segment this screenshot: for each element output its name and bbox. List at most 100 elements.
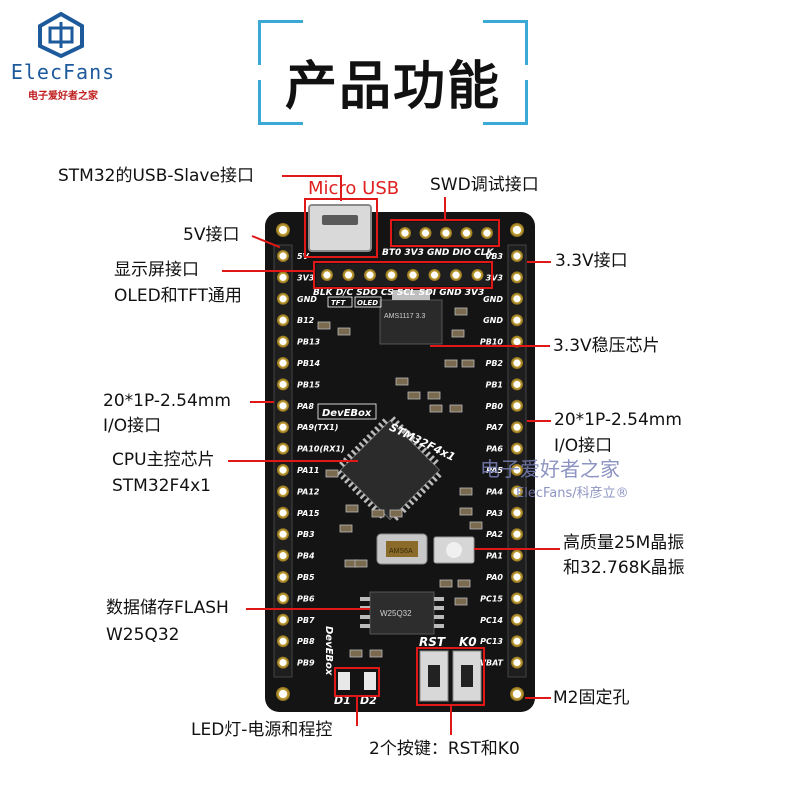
left-pin-label: PA8	[297, 402, 314, 411]
right-pin-label: PC14	[480, 616, 503, 625]
left-pin-hole	[277, 571, 289, 583]
mount-hole-br	[510, 687, 524, 701]
left-pin-label: B12	[297, 316, 315, 325]
smd-component	[449, 404, 463, 413]
leader-flash	[246, 608, 370, 610]
mount-hole-tl	[276, 223, 290, 237]
led-d1	[338, 672, 350, 690]
callout-crystal-2: 和32.768K晶振	[563, 558, 685, 578]
smd-component	[354, 559, 368, 568]
callout-io-right-2: I/O接口	[554, 436, 613, 456]
display-pin-hole	[450, 269, 462, 281]
leader-crystal	[474, 548, 560, 550]
right-pin-label: PA2	[486, 530, 503, 539]
smd-component	[459, 487, 473, 496]
smd-component	[325, 469, 339, 478]
right-pin-hole	[511, 314, 523, 327]
watermark-line1: 电子爱好者之家	[480, 457, 620, 481]
right-pin-hole	[511, 528, 523, 541]
left-pin-label: PB8	[297, 637, 315, 646]
right-pin-hole	[511, 592, 523, 605]
smd-component	[369, 649, 383, 658]
display-pin-hole	[321, 269, 333, 281]
smd-component	[395, 377, 409, 386]
smd-component	[427, 391, 441, 400]
callout-io-left-2: I/O接口	[103, 416, 162, 436]
callout-5v: 5V接口	[183, 225, 240, 245]
right-pin-label: PB0	[485, 402, 503, 411]
left-pin-hole	[277, 613, 289, 626]
leader-swd	[444, 197, 446, 221]
page-title-frame: 产品功能	[258, 20, 528, 125]
left-pin-label: PB14	[297, 359, 321, 368]
right-pin-label: VB3	[485, 252, 503, 261]
left-pin-hole	[277, 635, 289, 648]
right-pin-hole	[511, 464, 523, 476]
silk-flash: W25Q32	[380, 609, 412, 618]
leader-buttons	[450, 705, 452, 735]
smd-component	[407, 391, 421, 400]
silk-regulator: AMS1117 3.3	[384, 313, 425, 320]
right-pin-hole	[511, 292, 523, 305]
right-pin-label: PA1	[486, 552, 503, 561]
left-pin-label: PB9	[297, 659, 315, 668]
callout-micro-usb: Micro USB	[308, 178, 400, 199]
left-pin-hole	[277, 506, 289, 519]
smd-component	[459, 507, 473, 516]
smd-component	[461, 359, 475, 368]
page-title: 产品功能	[284, 57, 501, 117]
swd-pin-hole	[399, 227, 411, 239]
leader-display	[222, 270, 315, 272]
display-header	[316, 264, 490, 286]
callout-flash-1: 数据储存FLASH	[106, 598, 229, 618]
right-pin-hole	[511, 357, 523, 369]
smd-component	[444, 359, 458, 368]
mount-hole-tr	[510, 223, 524, 237]
leader-usb-slave	[282, 175, 340, 177]
smd-component	[439, 579, 453, 588]
right-pin-hole	[511, 613, 523, 626]
right-pin-label: PA6	[486, 445, 503, 454]
right-pin-label: PA4	[486, 487, 503, 496]
callout-cpu-2: STM32F4x1	[112, 476, 211, 496]
right-pin-label: 3V3	[486, 273, 504, 282]
silk-oled: OLED	[357, 299, 378, 307]
left-pin-label: PB7	[297, 616, 315, 625]
right-pin-label: PA0	[486, 573, 503, 582]
flash-chip	[369, 591, 435, 635]
left-pin-label: GND	[297, 295, 317, 304]
left-pin-label: PA11	[297, 466, 319, 475]
smd-component	[457, 579, 471, 588]
display-pin-hole	[342, 269, 355, 281]
left-pin-hole	[277, 335, 289, 348]
right-pin-hole	[511, 442, 523, 455]
smd-component	[389, 509, 403, 518]
swd-pin-hole	[440, 227, 452, 239]
watermark: 电子爱好者之家 ElecFans/科彦立®	[480, 453, 680, 501]
callout-regulator: 3.3V稳压芯片	[553, 336, 660, 356]
smd-component	[469, 521, 483, 530]
left-pin-hole	[277, 250, 289, 262]
logo-subtitle: 电子爱好者之家	[28, 91, 98, 102]
right-pin-label: PA5	[486, 466, 503, 475]
display-pin-hole	[407, 269, 419, 281]
right-pin-label: PB1	[485, 380, 503, 389]
left-pin-hole	[277, 314, 289, 327]
silk-brand: DevEBox	[322, 408, 372, 419]
callout-display-2: OLED和TFT通用	[114, 286, 242, 306]
right-pin-hole	[511, 421, 523, 434]
smd-component	[371, 509, 385, 518]
silk-d1: D1	[334, 694, 351, 707]
leader-io-right	[527, 420, 551, 422]
cpu-chip	[336, 416, 442, 521]
right-pin-hole	[511, 506, 523, 519]
right-pin-label: PA3	[486, 509, 503, 518]
right-pin-hole	[511, 571, 523, 583]
right-pin-hole	[511, 271, 523, 284]
leader-regulator	[430, 345, 550, 347]
smd-component	[454, 597, 468, 606]
left-pin-hole	[277, 442, 289, 455]
left-pin-label: 5V	[297, 252, 310, 261]
left-pin-hole	[277, 292, 289, 305]
silk-brand-vertical: DevEBox	[323, 626, 334, 676]
